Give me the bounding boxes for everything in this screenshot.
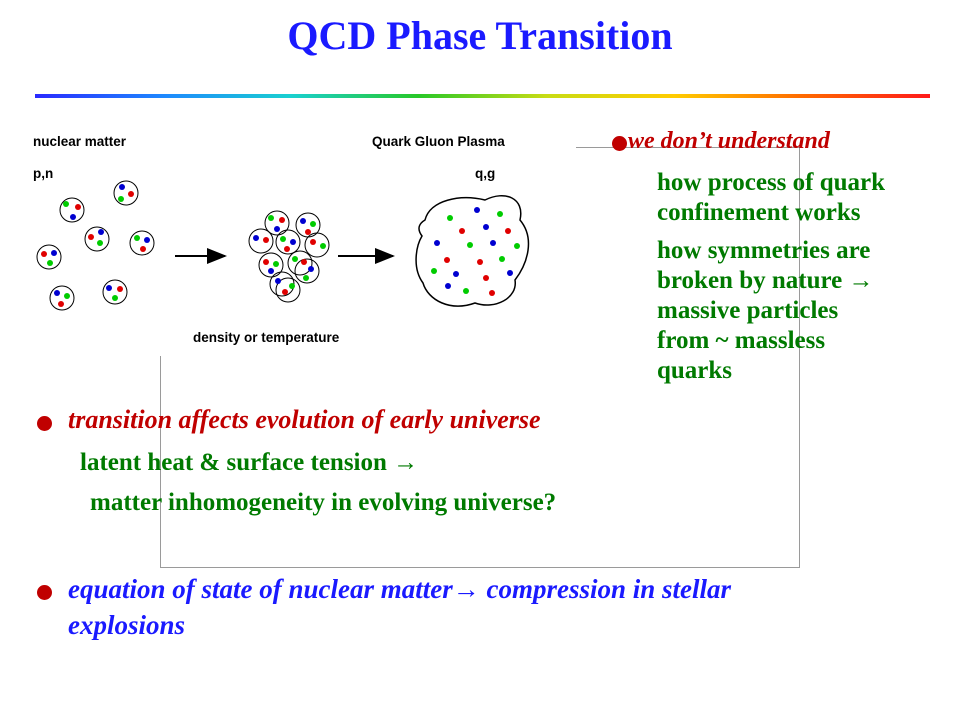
right-item2-line3: massive particles [657,297,839,324]
bullet-dot [612,136,627,151]
right-item2-line1: how symmetries are [657,237,871,264]
frame-line-top [576,147,801,148]
label-nuclear-matter: nuclear matter [33,134,127,149]
page-title: QCD Phase Transition [287,13,673,58]
label-pn: p,n [33,166,54,181]
nucleon-group [36,180,155,311]
nucleon [102,279,128,305]
label-qgp: Quark Gluon Plasma [372,134,505,149]
label-qg: q,g [475,166,496,181]
plasma-quarks [431,207,520,296]
frame-line-left [160,356,161,568]
phase-diagram-graphic [36,180,530,311]
bullet-dot [37,416,52,431]
plasma-blob [415,195,530,307]
phase-diagram: nuclear matter p,n Quark Gluon Plasma q,… [30,128,580,353]
dense-cluster [248,210,330,303]
nucleon [36,244,62,270]
bullet2-line1a: equation of state of nuclear matter [68,574,453,604]
nucleon [49,285,75,311]
bullet1-line1: latent heat & surface tension → [80,449,419,476]
right-item1-line1: how process of quark [657,169,886,196]
nucleon [129,230,155,256]
frame-line-right [799,147,800,568]
right-item2-line4: from ~ massless [657,327,826,354]
frame-line-bottom [160,567,800,568]
right-item2-line2: broken by nature → [657,267,874,294]
right-heading: we don’t understand [628,128,830,154]
bullet1-heading: transition affects evolution of early un… [68,405,541,434]
bullet2-line1: equation of state of nuclear matter→ com… [68,574,731,605]
bullet-dot [37,585,52,600]
bullet1-line2: matter inhomogeneity in evolving univers… [90,489,557,516]
nucleon-quarks [41,184,150,307]
nucleon [59,197,85,223]
right-item1-line2: confinement works [657,199,861,226]
right-item2-line5: quarks [657,357,733,384]
bullet2-line1b: compression in stellar [486,574,732,604]
bullet2-line2: explosions [68,610,186,640]
title-divider [35,94,930,98]
cluster-quarks [253,215,326,295]
right-list: how process of quark confinement works h… [657,168,885,386]
nucleon [84,226,110,252]
nucleon [113,180,139,206]
arrow-symbol: → [452,574,480,604]
label-density-temperature: density or temperature [193,330,340,345]
